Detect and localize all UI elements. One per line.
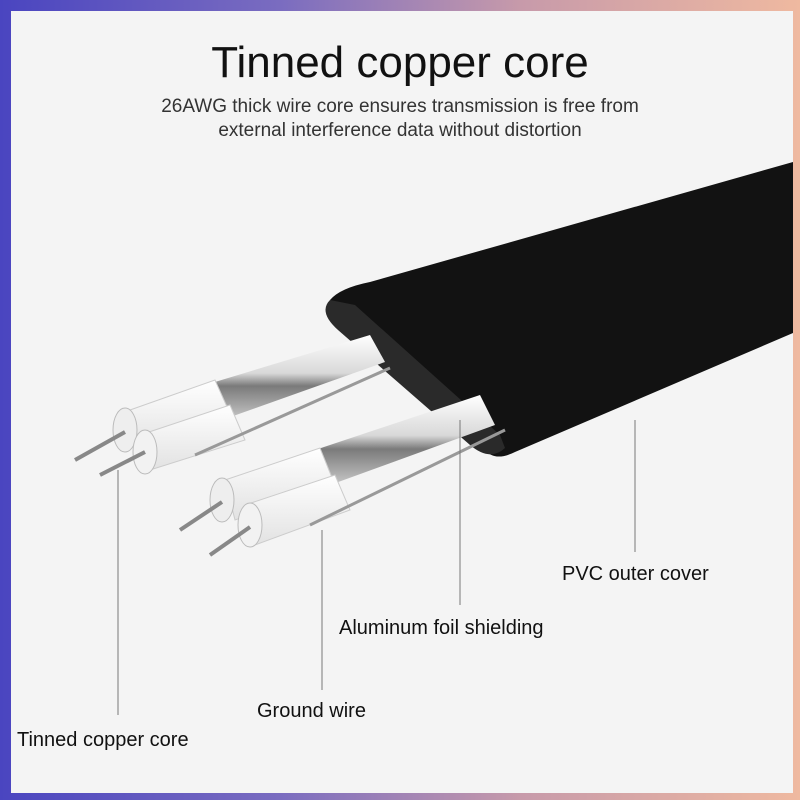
- cable-illustration: [74, 161, 793, 715]
- label-ground-wire: Ground wire: [257, 700, 366, 722]
- wire-pair-lower: [178, 395, 506, 557]
- subtitle: 26AWG thick wire core ensures transmissi…: [0, 95, 800, 143]
- product-panel: [11, 11, 793, 793]
- pvc-jacket: [330, 161, 793, 457]
- subtitle-line-2: external interference data without disto…: [218, 120, 582, 141]
- page-title: Tinned copper core: [211, 38, 589, 87]
- label-pvc-outer-cover: PVC outer cover: [562, 563, 709, 585]
- label-aluminum-foil: Aluminum foil shielding: [339, 617, 544, 639]
- label-tinned-copper-core: Tinned copper core: [17, 729, 189, 751]
- wire-pair-upper: [74, 335, 391, 477]
- subtitle-line-1: 26AWG thick wire core ensures transmissi…: [161, 96, 639, 117]
